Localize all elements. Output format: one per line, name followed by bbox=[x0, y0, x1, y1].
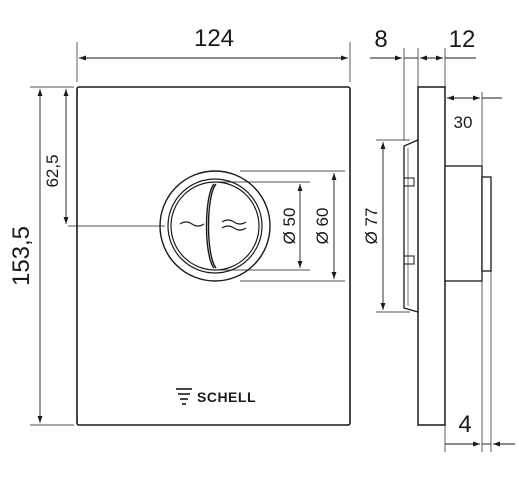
dim-side-box-depth: 12 bbox=[449, 26, 476, 53]
dim-button-center-offset: 62,5 bbox=[43, 154, 62, 187]
side-button-body bbox=[403, 139, 419, 313]
dim-plate-width: 124 bbox=[194, 25, 234, 52]
dim-side-offset: 4 bbox=[458, 411, 471, 438]
brand-name: SCHELL bbox=[197, 389, 256, 405]
dim-side-body-diameter: Ø 77 bbox=[362, 208, 381, 245]
dim-side-plate-depth: 8 bbox=[374, 26, 387, 53]
side-view bbox=[370, 48, 515, 452]
schell-wave-logo-icon bbox=[176, 388, 192, 405]
large-flush-wave-icon bbox=[221, 219, 247, 225]
front-plate bbox=[76, 86, 351, 426]
dim-plate-height: 153,5 bbox=[8, 226, 35, 286]
front-view bbox=[30, 42, 351, 426]
button-split-line bbox=[205, 183, 215, 269]
side-flange bbox=[481, 176, 492, 272]
side-installation-box bbox=[444, 165, 483, 282]
button-ring-inner-edge bbox=[167, 178, 263, 274]
small-flush-wave-icon bbox=[179, 221, 205, 227]
side-cover-plate bbox=[417, 86, 446, 426]
dim-button-diameter-outer: Ø 60 bbox=[313, 208, 332, 245]
dim-side-flange-depth: 30 bbox=[454, 113, 473, 132]
dim-button-diameter-inner: Ø 50 bbox=[280, 208, 299, 245]
